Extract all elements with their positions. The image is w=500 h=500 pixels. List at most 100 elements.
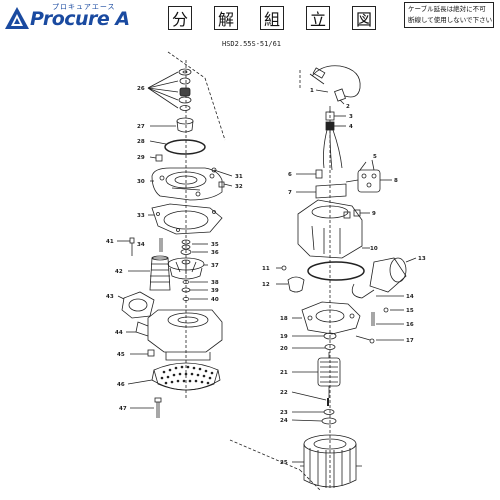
logo-mark-icon [5,7,29,29]
label-24: 24 [280,418,288,424]
part-2-cable-gland [334,88,346,102]
label-45: 45 [117,352,125,358]
label-3: 3 [349,114,353,120]
label-36: 36 [211,250,219,256]
label-30: 30 [137,179,145,185]
part-33-gasket [151,203,223,235]
title-char-3: 組 [260,6,284,30]
label-31: 31 [235,174,243,180]
label-28: 28 [137,139,145,145]
label-8: 8 [394,178,398,184]
label-33: 33 [137,213,145,219]
part-38-key [182,280,190,284]
title-char-2: 解 [214,6,238,30]
part-31-bolt [211,167,233,177]
part-34-stud-bolt [159,238,163,252]
label-27: 27 [137,124,145,130]
label-15: 15 [406,308,414,314]
title-char-1: 分 [168,6,192,30]
caution-note-line-2: 断線して使用しないで下さい [408,16,493,24]
part-43-flange-gasket [121,291,155,319]
part-42-hose-coupling [149,255,171,291]
label-21: 21 [280,370,288,376]
axis-line-top-left [167,51,206,79]
part-21-rotor [317,352,341,398]
model-number: HSD2.55S-51/61 [222,40,282,48]
part-17-pin [355,335,375,344]
label-42: 42 [115,269,123,275]
procure-a-logo[interactable]: プロキュアエース Procure A [4,2,154,32]
label-32: 32 [235,184,243,190]
label-9: 9 [372,211,376,217]
label-17: 17 [406,338,414,344]
part-24-bearing [321,417,337,425]
caution-note-line-1: ケーブル延長は絶対に不可 [408,5,486,13]
part-29-nut [155,154,163,162]
part-15-washer [383,307,389,313]
part-40-washer [182,297,190,301]
part-13-capacitor [369,257,407,293]
label-5: 5 [373,154,377,160]
label-26: 26 [137,86,145,92]
title-char-5: 図 [352,6,376,30]
label-38: 38 [211,280,219,286]
label-40: 40 [211,297,219,303]
label-22: 22 [280,390,288,396]
label-23: 23 [280,410,288,416]
part-32-washer [218,181,233,188]
part-16-bolt [371,312,375,326]
label-14: 14 [406,294,414,300]
label-1: 1 [310,88,314,94]
part-20-washer [324,344,336,350]
part-35-ring [181,239,191,245]
label-35: 35 [211,242,219,248]
part-30-bearing-housing [151,167,223,201]
part-27-mechanical-seal [176,117,194,133]
part-4-cable-plug [325,121,335,131]
label-46: 46 [117,382,125,388]
label-6: 6 [288,172,292,178]
logo-kana: プロキュアエース [52,3,116,11]
label-29: 29 [137,155,145,161]
part-25-stator-housing [300,434,362,488]
label-2: 2 [346,104,350,110]
caution-note: ケーブル延長は絶対に不可 断線して使用しないで下さい [404,2,494,28]
label-39: 39 [211,288,219,294]
label-10: 10 [370,246,378,252]
header: プロキュアエース Procure A 分 解 組 立 図 ケーブル延長は絶対に不… [0,0,500,36]
part-18-bracket-plate [301,301,361,335]
part-41-bolt [117,237,135,256]
label-12: 12 [262,282,270,288]
part-11-screw [276,265,287,271]
logo-brand-text: Procure A [30,8,130,30]
lead-wires [323,129,343,171]
part-o-ring-upper [307,261,365,281]
label-25: 25 [280,460,288,466]
label-20: 20 [280,346,288,352]
part-46-strainer [151,362,221,391]
part-47-bolt [154,397,162,418]
label-41: 41 [106,239,114,245]
part-26-seal-stack [178,68,192,111]
label-13: 13 [418,256,426,262]
label-37: 37 [211,263,219,269]
part-6-clamp [296,169,323,179]
label-44: 44 [115,330,123,336]
label-19: 19 [280,334,288,340]
title-char-4: 立 [306,6,330,30]
part-45-nut [147,349,155,357]
part-12-cable-clamp [287,276,305,293]
part-23-washer [323,409,335,415]
part-36-washer [180,249,192,255]
label-43: 43 [106,294,114,300]
label-16: 16 [406,322,414,328]
part-14-strap [351,283,375,299]
part-7-bracket [296,183,347,199]
part-1-cable [309,65,361,98]
part-44-pump-casing [135,309,223,361]
label-11: 11 [262,266,270,272]
part-28-o-ring [164,139,206,155]
label-34: 34 [137,242,145,248]
label-7: 7 [288,190,292,196]
